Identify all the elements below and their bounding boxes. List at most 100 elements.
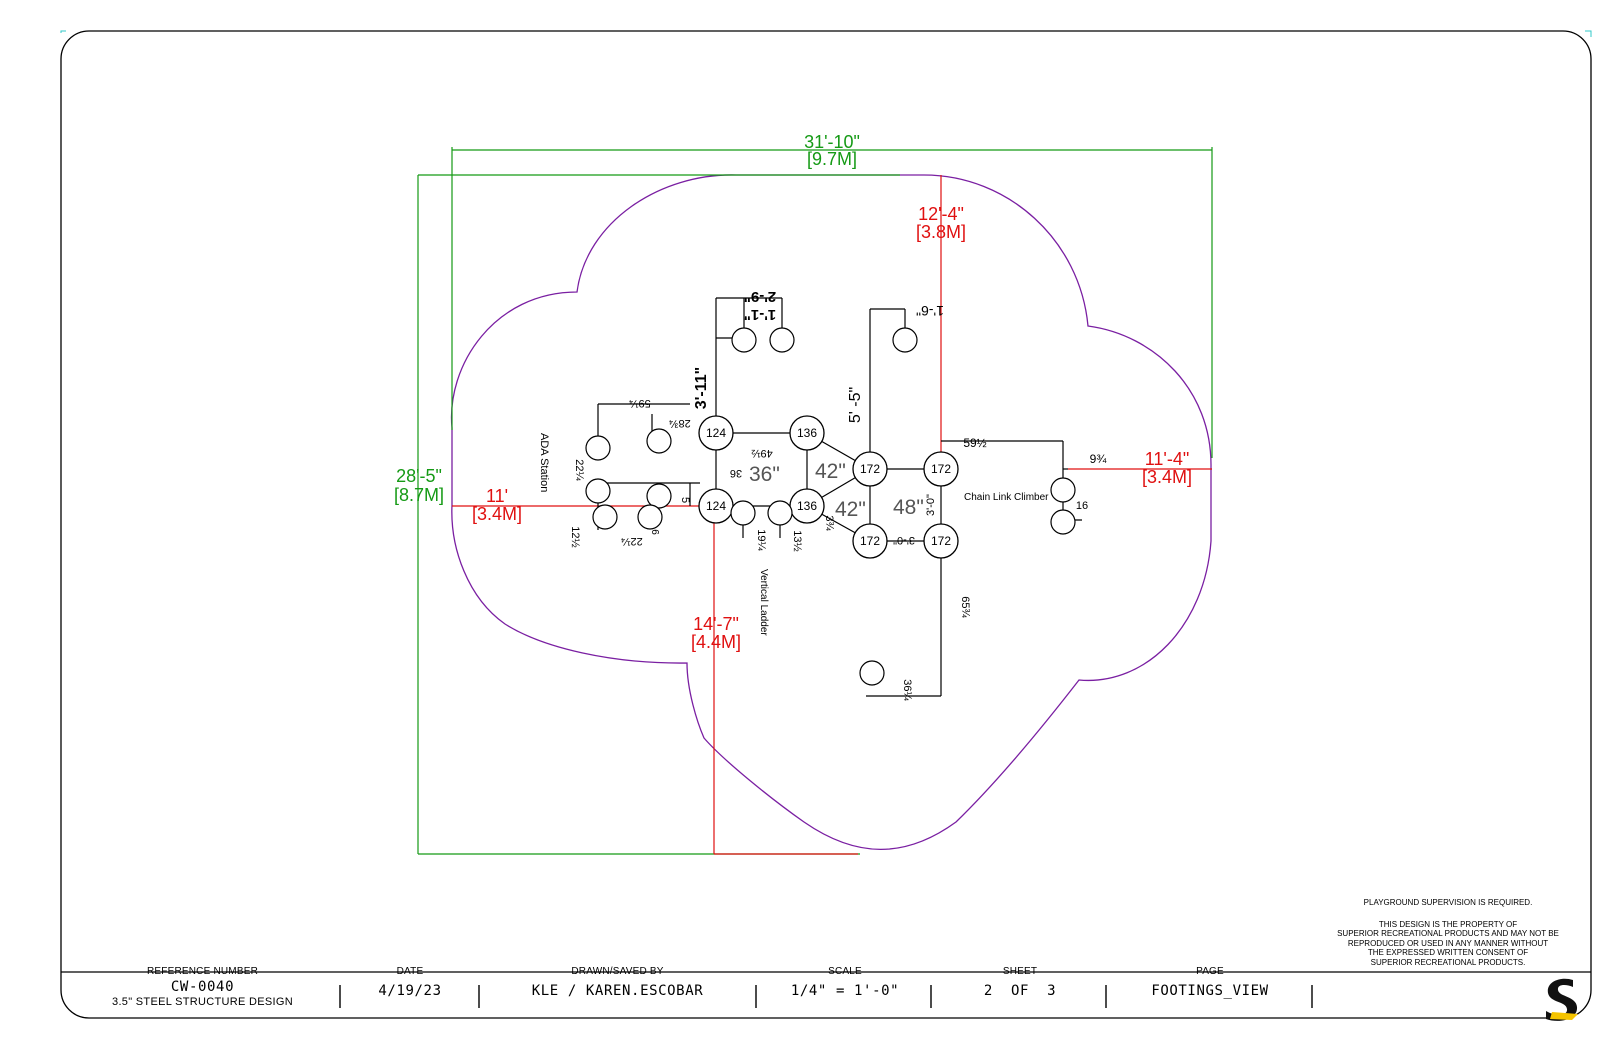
dim-right-label: 11'-4" [1145,449,1190,469]
date-value: 4/19/23 [378,983,442,999]
post-circle [892,327,918,353]
overall-width-label: 31'-10" [804,132,860,152]
dim-top-label: 12'-4" [918,204,964,224]
superior-s-logo-icon [1546,978,1578,1021]
dim-text: 28¾ [668,417,690,429]
supervision-note: PLAYGROUND SUPERVISION IS REQUIRED. [1363,898,1533,907]
dim-top-metric: [3.8M] [916,222,966,242]
vertical-ladder-label: Vertical Ladder [758,569,769,636]
footing-label: 136 [797,499,817,513]
title-sheet: SHEET 2 OF 3 [940,966,1100,1014]
scale-value: 1/4" = 1'-0" [790,983,900,999]
dim-text: 6 [649,529,660,535]
overall-width-metric: [9.7M] [807,149,857,169]
title-scale: SCALE 1/4" = 1'-0" [765,966,925,1014]
scale-label: SCALE [828,966,862,977]
ada-station-label: ADA Station [538,433,550,492]
footing-172-c [852,523,888,559]
small-post-circles [585,327,1076,686]
frame-corner-mark [60,30,66,33]
post-circle [1050,477,1076,503]
title-drawn: DRAWN/SAVED BY KLE / KAREN.ESCOBAR [490,966,745,1014]
reference-label: REFERENCE NUMBER [147,966,258,977]
overall-height-metric: [8.7M] [394,485,444,505]
dim-text: 36 [730,467,742,479]
dim-text: 49½ [751,447,772,459]
post-circle [585,478,611,504]
dim-text: 1'-6" [916,303,944,319]
sheet-label: SHEET [1002,966,1038,977]
footing-label: 172 [860,534,880,548]
overall-dimension-lines [417,147,1213,855]
footing-label: 124 [706,426,726,440]
dim-text: 59¼ [628,397,650,409]
dim-text: 22¼ [573,459,585,481]
dim-text: 19¼ [755,529,767,551]
dim-text: 13½ [791,530,803,551]
overall-height-label: 28'-5" [396,466,442,486]
post-circle [646,483,672,509]
dim-text: 9¾ [1090,452,1108,466]
chain-link-climber-label: Chain Link Climber [964,492,1049,503]
title-page: PAGE FOOTINGS_VIEW [1115,966,1305,1014]
dim-text: 12½ [569,526,581,547]
property-note-line: SUPERIOR RECREATIONAL PRODUCTS. [1370,957,1526,967]
dim-left-metric: [3.4M] [472,504,522,524]
post-circle [646,428,672,454]
title-reference: REFERENCE NUMBER CW-0040 3.5" STEEL STRU… [95,966,310,1014]
footing-172-d [923,523,959,559]
deck-height-label: 42" [815,460,846,483]
post-circle [1050,509,1076,535]
property-note-line: THIS DESIGN IS THE PROPERTY OF [1378,919,1518,929]
dim-text: 3'-11" [693,367,710,410]
dim-text: 36¼ [901,679,913,701]
drawn-label: DRAWN/SAVED BY [571,966,664,977]
footing-label: 124 [706,499,726,513]
footing-circles [698,415,959,559]
footing-label: 136 [797,426,817,440]
dim-text: 5 [679,497,691,503]
dim-text: 3¾ [823,515,835,531]
post-circle [730,500,756,526]
footing-label: 172 [931,462,951,476]
dim-right-metric: [3.4M] [1142,467,1192,487]
dim-text: 16 [1076,500,1088,512]
center-dimension-lines [452,175,1212,855]
post-circle [592,504,618,530]
dim-text: 59½ [963,436,986,450]
deck-height-label: 48" [893,496,924,519]
reference-desc: 3.5" STEEL STRUCTURE DESIGN [112,996,293,1008]
post-circle [767,500,793,526]
dim-bottom-label: 14'-7" [693,614,739,634]
post-circle [769,327,795,353]
sheet-value: 2 OF 3 [983,983,1057,999]
post-circle [859,660,885,686]
property-note-line: SUPERIOR RECREATIONAL PRODUCTS AND MAY N… [1337,929,1559,938]
dim-text: 65¾ [959,596,971,618]
footing-172-b [923,451,959,487]
property-note-line: REPRODUCED OR USED IN ANY MANNER WITHOUT [1347,938,1549,948]
post-circle [585,435,611,461]
sheet-frame [60,30,1592,1019]
dim-text: 2'-9" [744,288,776,305]
footing-label: 172 [931,534,951,548]
post-circle [637,504,663,530]
footing-124-top [698,415,734,451]
dim-text: 3'-0" [893,534,915,546]
dim-text: 3'-0" [925,494,937,516]
date-label: DATE [396,966,424,977]
footing-172-a [852,451,888,487]
dim-text: 22¼ [620,535,642,547]
title-date: DATE 4/19/23 [350,966,470,1014]
dim-text: 5' -5" [847,387,864,423]
frame-corner-mark [1585,30,1592,37]
deck-height-label: 36" [749,463,780,486]
drawn-value: KLE / KAREN.ESCOBAR [531,983,704,999]
deck-height-label: 42" [835,498,866,521]
page-value: FOOTINGS_VIEW [1151,983,1269,999]
page-label: PAGE [1196,966,1224,977]
title-block-separators [339,985,1313,1008]
dim-left-label: 11' [486,486,508,506]
post-circle [731,327,757,353]
